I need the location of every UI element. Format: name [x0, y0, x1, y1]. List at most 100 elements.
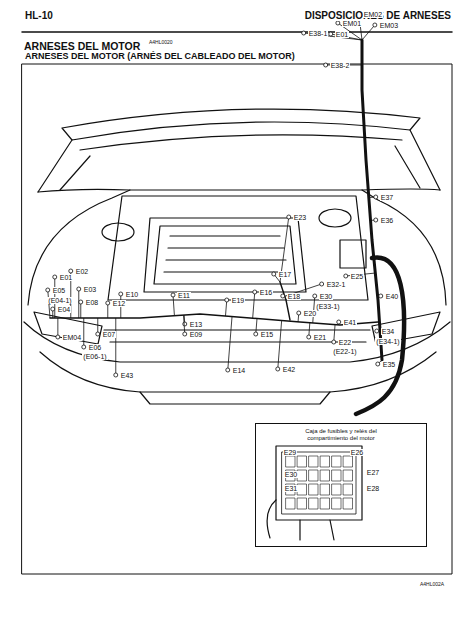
- connector-code: E07: [102, 331, 116, 338]
- connector-code: E14: [232, 367, 246, 374]
- connector-code: E27: [366, 469, 380, 476]
- connector-code: (E34-1): [375, 338, 400, 345]
- connector-code: E06: [88, 344, 102, 351]
- connector-code: E36: [380, 217, 394, 224]
- connector-symbol: [77, 287, 81, 291]
- connector-symbol: [82, 345, 86, 349]
- inset-caption: Caja de fusibles y relés del compartimie…: [286, 428, 396, 442]
- connector-code: E22: [338, 339, 352, 346]
- connector-code: E31: [284, 485, 298, 492]
- connector-code: E38-1: [308, 30, 329, 37]
- connector-symbol: [46, 288, 50, 292]
- connector-code: E18: [287, 293, 301, 300]
- connector-code: E42: [282, 366, 296, 373]
- lead-wire: [115, 318, 116, 375]
- lead-wire: [48, 290, 50, 318]
- connector-symbol: [53, 275, 57, 279]
- connector-symbol: [337, 320, 341, 324]
- connector-symbol: [313, 294, 317, 298]
- connector-code: E30: [284, 471, 298, 478]
- connector-symbol: [373, 23, 377, 27]
- lead-wire: [334, 325, 335, 342]
- connector-symbol: [114, 373, 118, 377]
- connector-symbol: [253, 290, 257, 294]
- connector-code: (E04-1): [47, 297, 72, 304]
- connector-symbol: [254, 332, 258, 336]
- connector-code: E30: [319, 293, 333, 300]
- lead-wire: [278, 321, 282, 369]
- connector-symbol: [332, 340, 336, 344]
- connector-code: E01: [59, 274, 73, 281]
- connector-symbol: [183, 322, 187, 326]
- lead-wire: [184, 315, 185, 334]
- page-number: HL-10: [24, 11, 54, 21]
- connector-code: E13: [189, 321, 203, 328]
- connector-code: E16: [259, 289, 273, 296]
- connector-symbol: [79, 300, 83, 304]
- connector-code: E09: [189, 331, 203, 338]
- connector-code: E40: [385, 293, 399, 300]
- connector-code: E26: [350, 449, 364, 456]
- connector-symbol: [329, 32, 333, 36]
- connector-code: E04: [57, 306, 71, 313]
- connector-code: EM03: [379, 22, 399, 29]
- figure-code: A4HL002A: [419, 582, 445, 587]
- connector-symbol: [96, 332, 100, 336]
- lead-wire: [173, 295, 174, 316]
- connector-code: E01: [335, 31, 349, 38]
- connector-symbol: [307, 335, 311, 339]
- lead-wire: [57, 318, 58, 337]
- inset-box: Caja de fusibles y relés del compartimie…: [255, 423, 427, 547]
- connector-symbol: [374, 218, 378, 222]
- connector-symbol: [69, 269, 73, 273]
- connector-code: E38-2: [330, 62, 351, 69]
- connector-symbol: [183, 332, 187, 336]
- connector-symbol: [272, 272, 276, 276]
- connector-code: E41: [343, 319, 357, 326]
- connector-symbol: [336, 21, 340, 25]
- connector-symbol: [225, 298, 229, 302]
- connector-code: E05: [52, 287, 66, 294]
- subtitle: ARNESES DEL MOTOR (ARNÉS DEL CABLEADO DE…: [24, 52, 296, 61]
- section-title: ARNESES DEL MOTOR: [24, 40, 140, 52]
- connector-code: (E06-1): [82, 353, 107, 360]
- connector-symbol: [344, 274, 348, 278]
- connector-symbol: [51, 307, 55, 311]
- connector-code: E11: [177, 292, 191, 299]
- connector-symbol: [287, 215, 291, 219]
- connector-symbol: [56, 335, 60, 339]
- connector-code: E02: [75, 268, 89, 275]
- connector-symbol: [226, 368, 230, 372]
- connector-symbol: [376, 362, 380, 366]
- connector-symbol: [324, 63, 328, 67]
- connector-code: EM04: [62, 334, 82, 341]
- connector-code: E23: [293, 214, 307, 221]
- connector-code: EM02: [363, 11, 383, 18]
- connector-code: (E33-1): [315, 303, 340, 310]
- connector-code: E20: [303, 310, 317, 317]
- connector-symbol: [375, 329, 379, 333]
- connector-symbol: [302, 31, 306, 35]
- connector-code: E37: [380, 194, 394, 201]
- connector-code: E32-1: [326, 281, 347, 288]
- connector-code: E19: [231, 297, 245, 304]
- connector-code: EM01: [342, 20, 362, 27]
- lead-wire: [253, 292, 255, 318]
- connector-code: E15: [260, 331, 274, 338]
- connector-symbol: [297, 311, 301, 315]
- connector-code: E03: [83, 286, 97, 293]
- connector-code: E10: [125, 291, 139, 298]
- connector-symbol: [276, 367, 280, 371]
- connector-symbol: [119, 292, 123, 296]
- lead-wire: [83, 318, 84, 347]
- lead-wire: [362, 25, 375, 40]
- connector-code: E28: [366, 485, 380, 492]
- connector-code: (E22-1): [332, 348, 357, 355]
- connector-symbol: [379, 294, 383, 298]
- connector-code: E43: [120, 372, 134, 379]
- connector-code: E12: [112, 300, 126, 307]
- connector-symbol: [320, 282, 324, 286]
- connector-symbol: [374, 195, 378, 199]
- connector-code: E17: [278, 271, 292, 278]
